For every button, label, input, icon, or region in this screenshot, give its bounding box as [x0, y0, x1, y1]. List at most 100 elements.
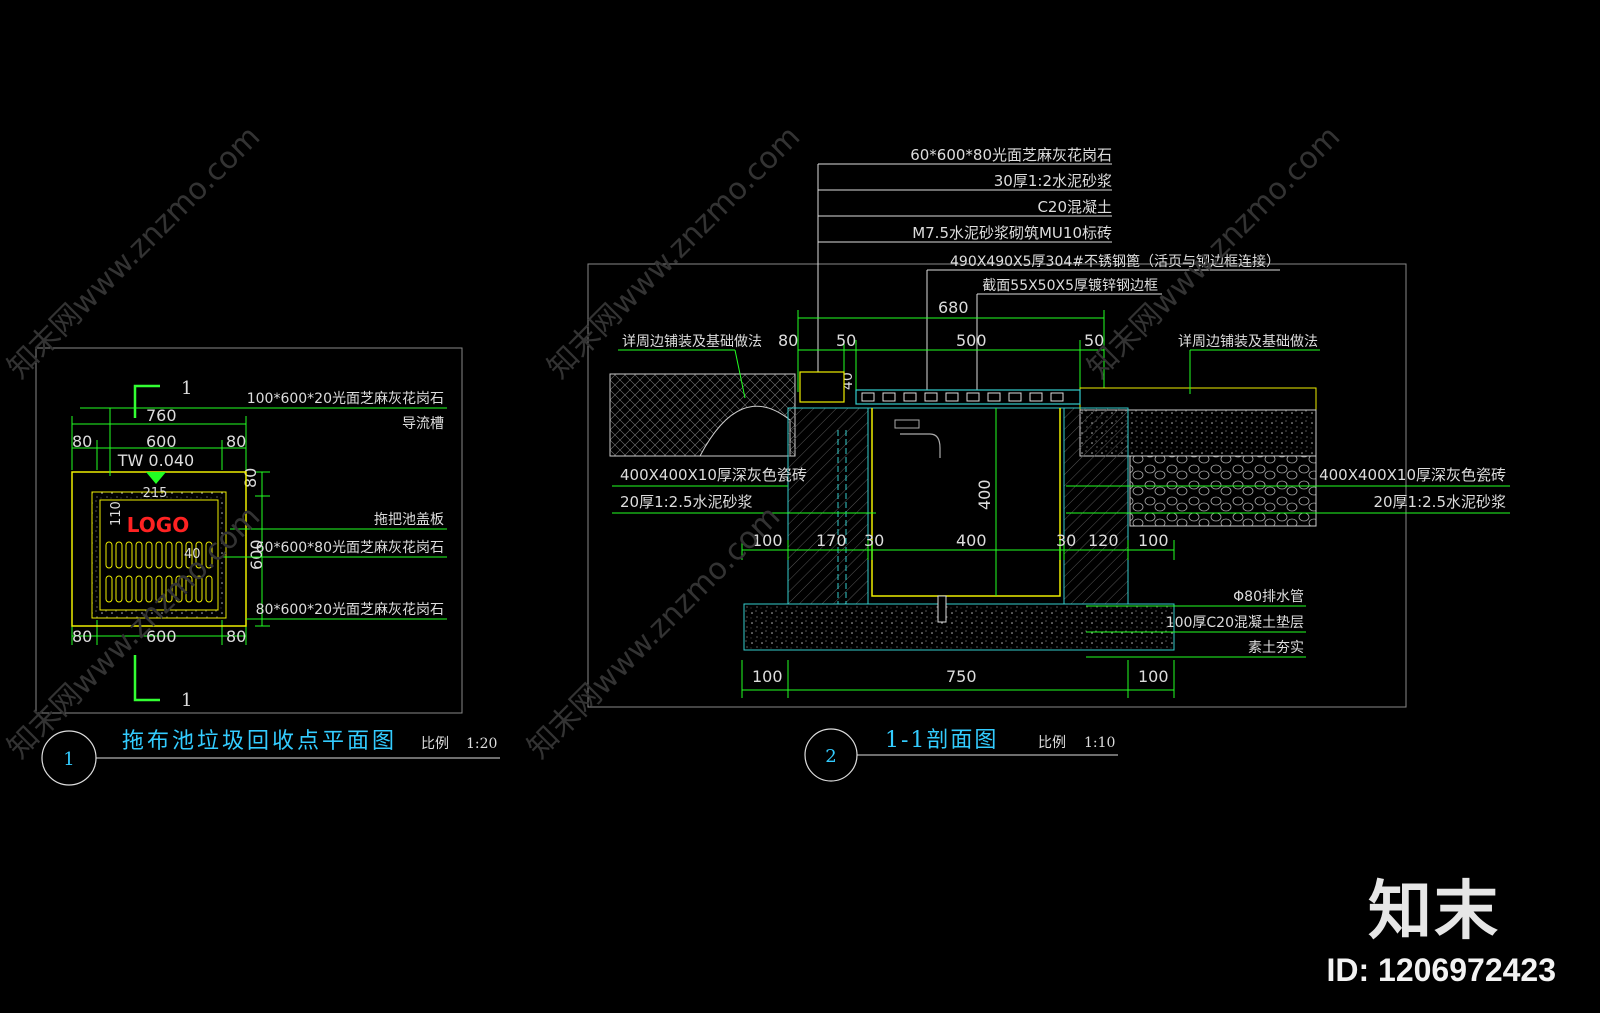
section-dim-mid-6: 120	[1088, 531, 1119, 550]
section-cut-number-bottom: 1	[181, 690, 192, 711]
section-view: 60*600*80光面芝麻灰花岗石 30厚1:2水泥砂浆 C20混凝土 M7.5…	[587, 146, 1510, 782]
plan-label-4: 60*600*80光面芝麻灰花岗石	[256, 540, 444, 556]
grate-bar	[945, 392, 959, 402]
grate-slot	[125, 575, 133, 603]
plan-scale-label: 比例	[421, 736, 449, 752]
drain-pipe	[937, 595, 947, 623]
id-watermark: ID: 1206972423	[1326, 952, 1556, 988]
plan-scale-value: 1:20	[466, 736, 497, 752]
section-dim-mid-1: 100	[752, 531, 783, 550]
section-dim-mid-2: 170	[816, 531, 847, 550]
section-cut-marker-bottom	[133, 655, 160, 702]
section-dim-bottom-3: 100	[1138, 667, 1169, 686]
section-dim-bottom-2: 750	[946, 667, 977, 686]
grate-slot	[195, 541, 203, 569]
section-dim-top-total: 680	[938, 298, 969, 317]
section-wall-right	[1063, 407, 1129, 605]
plan-grate-slots	[105, 541, 213, 603]
grate-bar	[966, 392, 980, 402]
level-triangle-icon	[146, 472, 166, 484]
plan-dim-top-2: 600	[146, 432, 177, 451]
section-right-surface	[1079, 387, 1317, 411]
section-dim-mid-7: 100	[1138, 531, 1169, 550]
plan-title-number: 1	[63, 749, 74, 770]
section-grate-bars	[861, 392, 1064, 402]
section-side-label-right: 详周边铺装及基础做法	[1178, 333, 1318, 350]
section-top-label-2: 30厚1:2水泥砂浆	[994, 172, 1112, 190]
section-title-number: 2	[825, 746, 836, 767]
section-left-label-2: 20厚1:2.5水泥砂浆	[620, 493, 753, 511]
grate-slot	[135, 575, 143, 603]
grate-bar	[861, 392, 875, 402]
section-right-label-1: 400X400X10厚深灰色瓷砖	[1319, 466, 1506, 484]
section-dim-mid-5: 30	[1056, 531, 1076, 550]
section-dim-top-4: 50	[1084, 331, 1104, 350]
section-scale-value: 1:10	[1084, 735, 1115, 751]
grate-slot	[105, 575, 113, 603]
plan-dim-bottom-2: 600	[146, 627, 177, 646]
grate-slot	[165, 575, 173, 603]
plan-dim-right-2: 600	[247, 539, 266, 570]
section-title: 1-1剖面图	[885, 728, 998, 753]
section-cut-number-top: 1	[181, 378, 192, 399]
section-dim-bottom-1: 100	[752, 667, 783, 686]
plan-label-1: 100*600*20光面芝麻灰花岗石	[247, 391, 444, 407]
section-right-gravel	[1129, 455, 1317, 527]
grate-slot	[195, 575, 203, 603]
section-left-leader	[734, 349, 746, 399]
plan-level-label: TW 0.040	[117, 451, 194, 470]
section-top-label-3: C20混凝土	[1037, 198, 1112, 216]
section-dims-top	[797, 310, 1105, 392]
grate-slot	[145, 541, 153, 569]
grate-slot	[185, 541, 193, 569]
plan-dim-top-1: 80	[72, 432, 92, 451]
plan-view: 1 1 760 80 600 80 80 600	[35, 347, 500, 786]
grate-bar	[924, 392, 938, 402]
section-coping-stone	[799, 371, 845, 403]
section-right-label-2: 20厚1:2.5水泥砂浆	[1373, 493, 1506, 511]
grate-bar	[1008, 392, 1022, 402]
grate-slot	[205, 575, 213, 603]
watermark-site-1: 知末网www.znzmo.com	[1, 119, 267, 385]
grate-bar	[882, 392, 896, 402]
grate-slot	[105, 541, 113, 569]
section-dim-top-2: 50	[836, 331, 856, 350]
section-top-leaders	[817, 163, 1280, 392]
plan-dim-right-1: 80	[241, 468, 260, 488]
section-bottom-label-1: Φ80排水管	[1233, 589, 1304, 605]
section-left-label-1: 400X400X10厚深灰色瓷砖	[620, 466, 807, 484]
grate-bar	[1050, 392, 1064, 402]
plan-label-3: 拖把池盖板	[374, 512, 444, 528]
grate-slot	[205, 541, 213, 569]
plan-dim-top-total: 760	[146, 406, 177, 425]
grate-slot	[115, 575, 123, 603]
plan-title: 拖布池垃圾回收点平面图	[122, 729, 397, 754]
section-wall-left	[787, 407, 869, 605]
section-top-label-4: M7.5水泥砂浆砌筑MU10标砖	[912, 224, 1112, 242]
plan-grate-frame	[99, 499, 219, 611]
plan-inner-dim-side: 110	[109, 501, 124, 526]
plan-label-5: 80*600*20光面芝麻灰花岗石	[256, 602, 444, 618]
section-concrete-base	[743, 603, 1175, 651]
section-dim-mid-3: 30	[864, 531, 884, 550]
faucet-icon	[900, 433, 941, 458]
section-pit-cavity	[867, 407, 1065, 605]
grate-slot	[175, 541, 183, 569]
plan-dim-bottom-3: 80	[226, 627, 246, 646]
grate-bar	[987, 392, 1001, 402]
section-top-label-5: 490X490X5厚304#不锈钢篦（活页与钢边框连接）	[950, 253, 1280, 270]
grate-slot	[115, 541, 123, 569]
section-dims-mid	[741, 540, 1175, 560]
section-dim-top-3: 500	[956, 331, 987, 350]
grate-slot	[145, 575, 153, 603]
section-scale-label: 比例	[1038, 735, 1066, 751]
plan-label-2: 导流槽	[402, 416, 444, 432]
grate-bar	[1029, 392, 1043, 402]
section-top-label-1: 60*600*80光面芝麻灰花岗石	[910, 146, 1112, 164]
grate-slot	[155, 541, 163, 569]
plan-leaders	[80, 407, 447, 620]
section-dims-bottom	[741, 660, 1175, 698]
section-steel-grate	[855, 389, 1081, 405]
grate-slot	[185, 575, 193, 603]
